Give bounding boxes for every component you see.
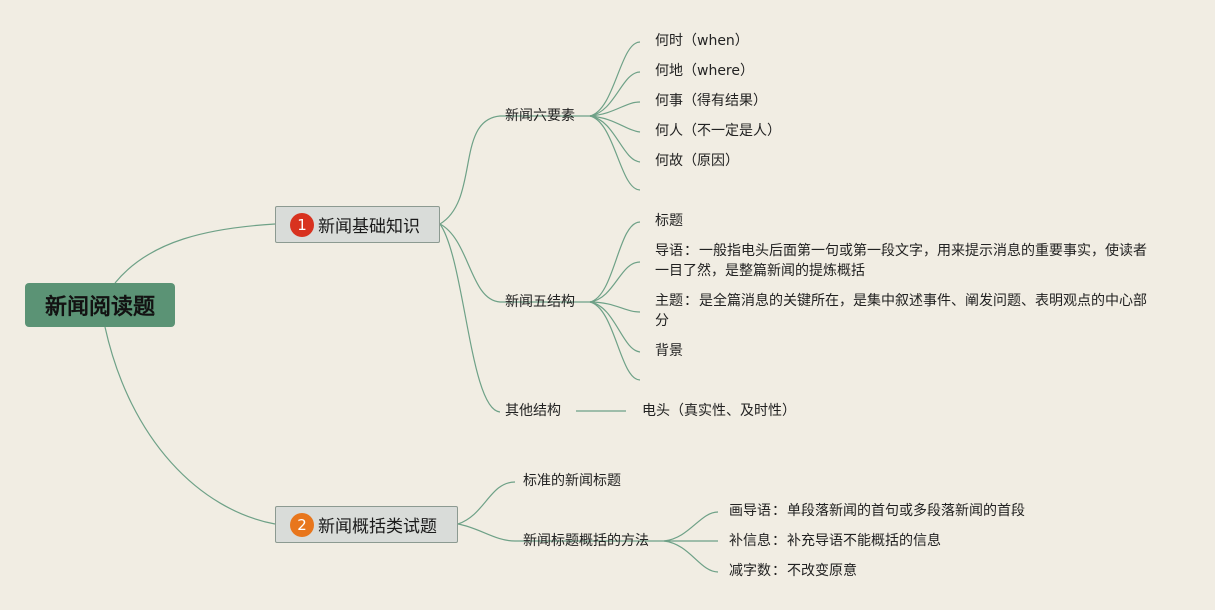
leaf-cut-words[interactable]: 减字数：不改变原意 [729,561,857,581]
leaf-term: 画导语 [729,503,771,519]
link-g5-leaf-1 [663,511,719,542]
leaf-label: 何故（原因） [655,153,739,169]
subtopic-label: 新闻标题概括的方法 [523,533,649,549]
leaf-where[interactable]: 何地（where） [655,61,754,81]
leaf-term: 主题 [655,293,683,309]
branch-topic-basics[interactable]: 1 新闻基础知识 [275,206,440,243]
leaf-when[interactable]: 何时（when） [655,31,749,51]
branch-topic-label: 新闻概括类试题 [318,517,437,537]
link-g1-leaf-3 [589,101,641,117]
leaf-term: 补信息 [729,533,771,549]
link-b2-group-2 [457,523,664,542]
link-b1-group-3 [439,223,501,413]
link-g2-leaf-4 [589,301,641,353]
branch-number-badge: 1 [290,212,314,237]
link-root-branch-1 [114,223,276,284]
link-b1-group-2 [439,223,590,303]
subtopic-label: 新闻六要素 [505,108,575,124]
branch-topic-summary-questions[interactable]: 2 新闻概括类试题 [275,506,458,543]
link-root-branch-2 [104,326,276,525]
leaf-what[interactable]: 何事（得有结果） [655,91,767,111]
leaf-label: 何地（where） [655,63,754,79]
link-g2-leaf-1 [589,221,641,303]
leaf-label: 电头（真实性、及时性） [642,403,796,419]
leaf-term: 减字数 [729,563,771,579]
leaf-description: 不改变原意 [787,563,857,579]
link-g1-leaf-6 [589,115,641,191]
link-g1-leaf-4 [589,115,641,133]
subtopic-label: 其他结构 [505,403,561,419]
leaf-headline[interactable]: 标题 [655,211,683,231]
link-g2-leaf-3 [589,301,641,313]
link-b1-group-1 [439,115,590,225]
leaf-separator: ： [684,293,698,309]
leaf-why[interactable]: 何故（原因） [655,151,739,171]
subtopic-label: 新闻五结构 [505,294,575,310]
leaf-label: 何人（不一定是人） [655,123,781,139]
leaf-description: 单段落新闻的首句或多段落新闻的首段 [787,503,1025,519]
root-topic-label: 新闻阅读题 [44,295,155,320]
leaf-separator: ： [772,533,786,549]
subtopic-six-elements[interactable]: 新闻六要素 [505,106,575,126]
leaf-lead[interactable]: 导语：一般指电头后面第一句或第一段文字，用来提示消息的重要事实，使读者一目了然，… [655,241,1150,281]
leaf-background[interactable]: 背景 [655,341,683,361]
link-g5-leaf-3 [663,540,719,573]
leaf-body[interactable]: 主题：是全篇消息的关键所在，是集中叙述事件、阐发问题、表明观点的中心部分 [655,291,1150,331]
leaf-description: 一般指电头后面第一句或第一段文字，用来提示消息的重要事实，使读者一目了然，是整篇… [655,243,1147,279]
leaf-separator: ： [684,243,698,259]
leaf-who[interactable]: 何人（不一定是人） [655,121,781,141]
leaf-term: 导语 [655,243,683,259]
branch-topic-label: 新闻基础知识 [318,217,420,237]
link-g1-leaf-2 [589,71,641,117]
link-g1-leaf-1 [589,41,641,117]
link-b2-group-1 [457,481,516,525]
leaf-separator: ： [772,503,786,519]
link-g2-leaf-2 [589,261,641,303]
link-g1-leaf-5 [589,115,641,163]
branch-number-badge: 2 [290,512,314,537]
subtopic-label: 标准的新闻标题 [523,473,621,489]
subtopic-standard-headline[interactable]: 标准的新闻标题 [523,471,621,491]
subtopic-headline-method[interactable]: 新闻标题概括的方法 [523,531,649,551]
leaf-dateline[interactable]: 电头（真实性、及时性） [642,401,796,421]
leaf-label: 何事（得有结果） [655,93,767,109]
subtopic-other-structures[interactable]: 其他结构 [505,401,561,421]
leaf-label: 背景 [655,343,683,359]
leaf-description: 补充导语不能概括的信息 [787,533,941,549]
leaf-description: 是全篇消息的关键所在，是集中叙述事件、阐发问题、表明观点的中心部分 [655,293,1147,329]
link-g2-leaf-5 [589,301,641,381]
leaf-mark-lead[interactable]: 画导语：单段落新闻的首句或多段落新闻的首段 [729,501,1025,521]
subtopic-five-structures[interactable]: 新闻五结构 [505,292,575,312]
leaf-label: 标题 [655,213,683,229]
root-topic[interactable]: 新闻阅读题 [25,283,175,327]
leaf-label: 何时（when） [655,33,749,49]
leaf-add-info[interactable]: 补信息：补充导语不能概括的信息 [729,531,941,551]
leaf-separator: ： [772,563,786,579]
